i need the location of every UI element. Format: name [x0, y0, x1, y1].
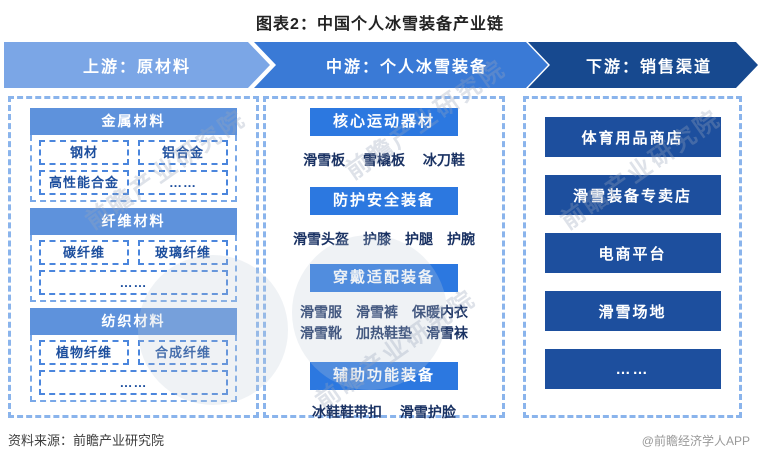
upstream-item: 合成纤维	[138, 340, 228, 365]
midstream-group-title: 穿戴适配装备	[310, 264, 458, 292]
midstream-group-title: 辅助功能装备	[310, 362, 458, 390]
upstream-section-title: 纺织材料	[30, 308, 237, 335]
upstream-column: 金属材料 钢材 铝合金 高性能合金 …… 纤维材料 碳纤维 玻璃纤维 …… 纺织…	[8, 96, 259, 418]
downstream-channel: 体育用品商店	[544, 117, 721, 157]
upstream-item: 玻璃纤维	[138, 240, 228, 265]
upstream-section-fiber: 纤维材料 碳纤维 玻璃纤维 ……	[30, 208, 237, 302]
upstream-item-more: ……	[138, 170, 228, 195]
upstream-item: 碳纤维	[39, 240, 129, 265]
upstream-item: 高性能合金	[39, 170, 129, 195]
midstream-column: 核心运动器材 滑雪板 雪橇板 冰刀鞋 防护安全装备 滑雪头盔 护膝 护腿 护腕 …	[263, 96, 505, 420]
midstream-group-line: 冰鞋鞋带扣 滑雪护脸	[312, 404, 456, 420]
midstream-group-line: 滑雪服 滑雪裤 保暖内衣	[300, 304, 468, 320]
downstream-column: 体育用品商店 滑雪装备专卖店 电商平台 滑雪场地 ……	[523, 96, 742, 418]
upstream-item: 铝合金	[138, 140, 228, 165]
upstream-section-title: 金属材料	[30, 108, 237, 135]
upstream-section-body: 植物纤维 合成纤维 ……	[30, 335, 237, 402]
upstream-item-more: ……	[39, 270, 228, 295]
midstream-group-line: 滑雪靴 加热鞋垫 滑雪袜	[300, 325, 468, 341]
chain-arrow-downstream: 下游：销售渠道	[528, 42, 758, 88]
upstream-section-body: 碳纤维 玻璃纤维 ……	[30, 235, 237, 302]
midstream-group-title: 防护安全装备	[310, 187, 458, 215]
credit-note: @前瞻经济学人APP	[641, 434, 750, 448]
midstream-group-line: 滑雪头盔 护膝 护腿 护腕	[293, 231, 475, 247]
source-note: 资料来源：前瞻产业研究院	[8, 433, 165, 448]
upstream-item-more: ……	[39, 370, 228, 395]
upstream-section-title: 纤维材料	[30, 208, 237, 235]
downstream-channel: 滑雪场地	[544, 291, 721, 331]
downstream-channel-more: ……	[544, 349, 721, 389]
upstream-item: 钢材	[39, 140, 129, 165]
upstream-section-body: 钢材 铝合金 高性能合金 ……	[30, 135, 237, 202]
chain-arrow-row: 上游：原材料 中游：个人冰雪装备 下游：销售渠道	[0, 42, 760, 88]
upstream-item: 植物纤维	[39, 340, 129, 365]
upstream-section-metal: 金属材料 钢材 铝合金 高性能合金 ……	[30, 108, 237, 202]
midstream-group-line: 滑雪板 雪橇板 冰刀鞋	[303, 152, 465, 168]
downstream-channel: 电商平台	[544, 233, 721, 273]
chain-arrow-upstream: 上游：原材料	[4, 42, 270, 88]
page-title: 图表2：中国个人冰雪装备产业链	[256, 16, 504, 33]
downstream-channel: 滑雪装备专卖店	[544, 175, 721, 215]
chain-arrow-midstream: 中游：个人冰雪装备	[254, 42, 548, 88]
midstream-group-title: 核心运动器材	[310, 108, 458, 136]
upstream-section-textile: 纺织材料 植物纤维 合成纤维 ……	[30, 308, 237, 402]
